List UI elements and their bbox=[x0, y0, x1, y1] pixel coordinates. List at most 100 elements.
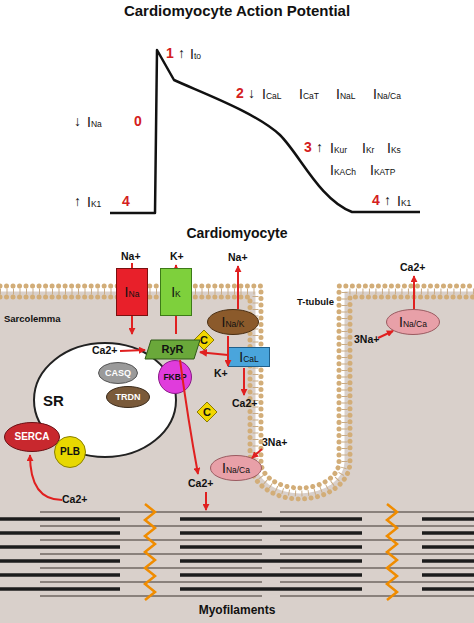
heading: Cardiomyocyte bbox=[186, 226, 287, 241]
node-label: FKBP bbox=[163, 373, 186, 382]
z-line bbox=[145, 504, 155, 600]
shape-fill bbox=[197, 402, 217, 422]
direction-arrow: ↓ bbox=[248, 86, 255, 101]
flux-arrow bbox=[120, 350, 145, 351]
current-label: IKACh bbox=[330, 163, 356, 178]
thin-filament bbox=[280, 525, 474, 527]
exchanger: INa/Ca bbox=[210, 455, 262, 481]
thin-filament bbox=[280, 539, 474, 541]
current-label: ICaT bbox=[299, 87, 319, 102]
ion-label: K+ bbox=[170, 251, 184, 263]
thick-filament bbox=[180, 531, 362, 535]
thick-filament bbox=[180, 573, 362, 577]
ion-channel: ICaL bbox=[228, 347, 270, 367]
thick-filament bbox=[180, 587, 362, 591]
shape-fill bbox=[387, 310, 440, 335]
ion-channel: IK bbox=[160, 268, 192, 316]
thick-filament bbox=[180, 545, 362, 549]
node-label: C bbox=[203, 407, 211, 418]
pump-ellipse: SERCA bbox=[4, 422, 60, 452]
shape-fill bbox=[55, 437, 86, 468]
cytosol bbox=[0, 292, 474, 623]
action-potential-curve bbox=[110, 50, 420, 213]
ion-label: Na+ bbox=[228, 252, 248, 264]
lipid-heads-inner bbox=[0, 297, 474, 499]
phase-number: 4 bbox=[372, 193, 380, 208]
shape-fill bbox=[208, 310, 259, 335]
phase-number: 4 bbox=[122, 194, 130, 209]
ion-label: Na+ bbox=[121, 251, 141, 263]
current-label: INa/Ca bbox=[373, 87, 401, 102]
node-label: C bbox=[200, 335, 208, 346]
shape-fill bbox=[117, 269, 148, 316]
thick-filament bbox=[0, 559, 120, 563]
thick-filament bbox=[0, 545, 120, 549]
node-label: INa bbox=[125, 285, 140, 299]
direction-arrow: ↑ bbox=[178, 46, 185, 61]
flux-arrow bbox=[378, 331, 393, 338]
lipid-tails bbox=[0, 292, 474, 494]
flux-arrows bbox=[30, 266, 414, 510]
current-label: IKr bbox=[362, 141, 374, 156]
thick-filament bbox=[0, 517, 120, 521]
direction-arrow: ↑ bbox=[384, 193, 391, 208]
thin-filament bbox=[280, 595, 474, 597]
current-label: INaL bbox=[336, 87, 355, 102]
thick-filament bbox=[422, 559, 474, 563]
protein-ellipse: CASQ bbox=[98, 362, 138, 384]
current-label: INa bbox=[87, 115, 102, 130]
thin-filament bbox=[280, 567, 474, 569]
thick-filament bbox=[0, 531, 120, 535]
direction-arrow: ↓ bbox=[74, 114, 81, 129]
flux-arrow bbox=[243, 368, 245, 395]
shape-fill bbox=[211, 456, 262, 481]
ion-label: K+ bbox=[214, 368, 228, 380]
node-label: IK bbox=[171, 285, 181, 299]
shape-fill bbox=[229, 348, 270, 367]
node-label: RyR bbox=[161, 344, 183, 355]
shape-fill bbox=[99, 363, 138, 384]
node-label: ICaL bbox=[239, 350, 258, 364]
shape-fill bbox=[5, 423, 60, 452]
direction-arrow: ↑ bbox=[316, 140, 323, 155]
regulator-diamond: C bbox=[197, 402, 217, 422]
thin-filament bbox=[280, 581, 474, 583]
current-label: Ito bbox=[190, 47, 201, 62]
lipid-heads-outer bbox=[0, 286, 474, 488]
flux-arrow bbox=[413, 276, 415, 309]
thin-filament bbox=[280, 553, 474, 555]
node-label: INa/Ca bbox=[222, 461, 250, 475]
thick-filament bbox=[180, 517, 362, 521]
ion-channel: INa bbox=[116, 268, 148, 316]
thin-filament bbox=[40, 511, 262, 513]
exchanger: INa/Ca bbox=[386, 309, 440, 335]
thin-filament bbox=[40, 567, 262, 569]
thin-filament bbox=[40, 553, 262, 555]
flux-arrow bbox=[237, 266, 239, 309]
shape-fill bbox=[161, 269, 192, 316]
shape-fill bbox=[159, 361, 192, 394]
protein-ellipse: TRDN bbox=[106, 386, 150, 408]
myofilament-array bbox=[0, 504, 474, 600]
thick-filament bbox=[0, 587, 120, 591]
thick-filament bbox=[422, 545, 474, 549]
t-tubule-lumen bbox=[256, 291, 345, 494]
thin-filament bbox=[280, 511, 474, 513]
flux-arrow bbox=[227, 336, 229, 366]
current-label: IK1 bbox=[397, 194, 411, 209]
ion-label: Ca2+ bbox=[232, 398, 257, 410]
thick-filament bbox=[0, 573, 120, 577]
thick-filament bbox=[422, 531, 474, 535]
node-label: PLB bbox=[60, 447, 80, 457]
z-line bbox=[387, 504, 397, 600]
diagram-title: Cardiomyocyte Action Potential bbox=[124, 3, 350, 20]
phase-number: 0 bbox=[134, 114, 142, 129]
current-label: IKs bbox=[387, 141, 401, 156]
ion-label: 3Na+ bbox=[354, 334, 379, 346]
protein-circle: PLB bbox=[54, 436, 86, 468]
flux-arrow bbox=[180, 360, 198, 474]
membrane-label: Sarcolemma bbox=[4, 314, 61, 324]
shape-fill bbox=[145, 340, 200, 359]
phase-number: 1 bbox=[166, 46, 174, 61]
